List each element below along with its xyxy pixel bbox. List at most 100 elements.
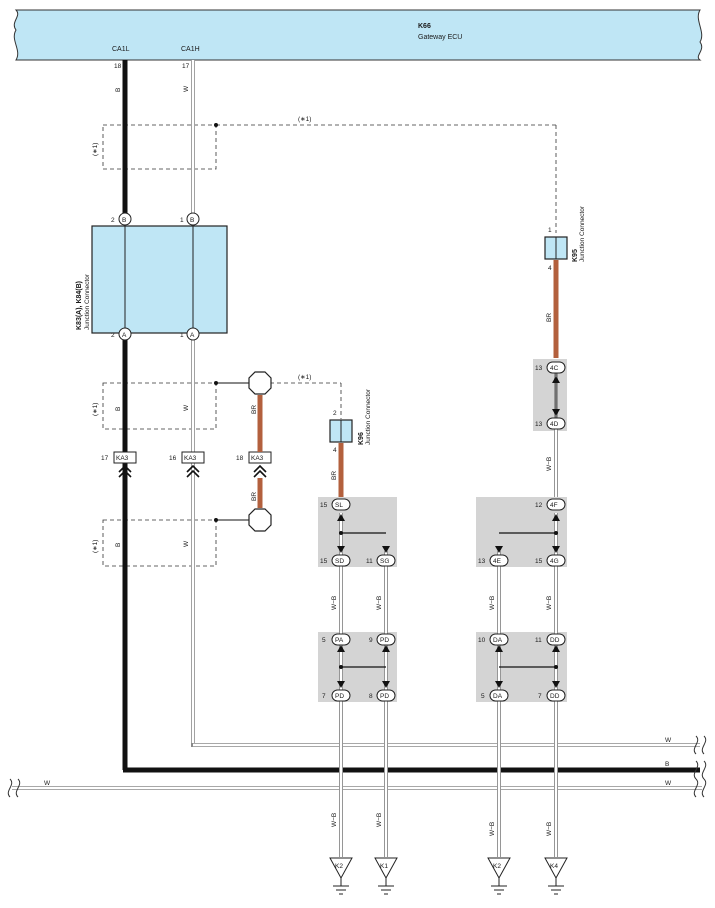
splice-pd7-pin: 7 <box>322 693 326 700</box>
pin-k84-1 <box>186 212 200 226</box>
splice-sl-code: SL <box>335 502 343 509</box>
ecu-pin-number-18: 18 <box>114 63 122 70</box>
wb-labels: W−B W−B W−B W−B W−B W−B W−B W−B W−B <box>331 457 553 836</box>
splice-panels <box>318 359 567 702</box>
splice-pd7-code: PD <box>335 693 344 700</box>
splice-pd8-code: PD <box>380 693 389 700</box>
octagon-terminal-upper <box>248 371 272 395</box>
ground-k2-right: K2 <box>487 857 511 895</box>
splice-4c-pin: 13 <box>535 365 543 372</box>
pin-k83-2-num: 2 <box>111 332 115 339</box>
ka3-pin-17: 17 <box>101 455 109 462</box>
k96-label: K96 <box>358 432 365 445</box>
wire-b-ca1l <box>122 60 700 773</box>
splice-pd8-pin: 8 <box>369 693 373 700</box>
junction-dot-w-upper <box>214 123 218 127</box>
k96-pin-bottom: 4 <box>333 447 337 454</box>
k96-sub: Junction Connector <box>365 388 372 445</box>
splice-4c-code: 4C <box>550 365 559 372</box>
splice-4e-code: 4E <box>493 558 502 565</box>
ka3-connectors: KA3 17 KA3 16 KA3 18 <box>101 451 272 478</box>
ecu-id: K66 <box>418 23 431 30</box>
splice-dd7-pin: 7 <box>538 693 542 700</box>
ground-k2-left-label: K2 <box>335 863 343 870</box>
option-note-k96: (∗1) <box>298 374 311 381</box>
wire-color-br-upper: BR <box>251 405 258 414</box>
splice-da10-code: DA <box>493 637 503 644</box>
wb-label-sg: W−B <box>376 596 383 610</box>
flow-arrows <box>337 376 560 688</box>
splice-4d-pin: 13 <box>535 421 543 428</box>
ka3-box-16 <box>181 451 205 464</box>
option-note-2: (∗1) <box>92 403 99 416</box>
wb-label-pd8: W−B <box>376 813 383 827</box>
ecu-pin-label-ca1h: CA1H <box>181 46 200 53</box>
wb-label-pd7: W−B <box>331 813 338 827</box>
k96-pin-top: 2 <box>333 410 337 417</box>
ka3-label-18: KA3 <box>251 455 264 462</box>
option-box-2 <box>102 382 217 430</box>
wire-color-b-mid: B <box>115 407 122 411</box>
splice-da5-code: DA <box>493 693 503 700</box>
ground-k4-label: K4 <box>550 863 558 870</box>
wb-wires <box>339 369 558 857</box>
gateway-ecu: K66 Gateway ECU CA1L CA1H 18 17 <box>13 9 703 70</box>
ground-k1-label: K1 <box>380 863 388 870</box>
splice-4d-code: 4D <box>550 421 559 428</box>
ground-k1: K1 <box>374 857 398 895</box>
splice-dots <box>339 531 558 669</box>
ka3-pin-18: 18 <box>236 455 244 462</box>
br-link: BR BR <box>216 371 272 532</box>
ecu-box <box>13 9 703 61</box>
ecu-pin-number-17: 17 <box>182 63 190 70</box>
wire-color-b-right: B <box>665 761 669 768</box>
wire-color-br-k96: BR <box>331 471 338 480</box>
pin-k83-1-num: 1 <box>180 332 184 339</box>
pin-k84-2-letter: B <box>122 217 126 224</box>
splice-sg-code: SG <box>380 558 389 565</box>
option-boxes <box>102 124 557 567</box>
k95-pin-top: 1 <box>548 227 552 234</box>
wire-color-w-upper: W <box>183 85 190 92</box>
wire-color-w-left-bus: W <box>44 780 51 787</box>
splice-da10-pin: 10 <box>478 637 486 644</box>
main-wire-labels: B W B W B W W B W W <box>44 85 672 787</box>
splice-da5-pin: 5 <box>481 693 485 700</box>
pin-k83-2-letter: A <box>122 332 127 339</box>
wb-label-4e: W−B <box>489 596 496 610</box>
ka3-label-16: KA3 <box>184 455 197 462</box>
ka3-box-17 <box>113 451 137 464</box>
pin-k84-2 <box>118 212 132 226</box>
ka3-label-17: KA3 <box>116 455 129 462</box>
pin-k83-1-letter: A <box>190 332 195 339</box>
splice-4f-code: 4F <box>550 502 558 509</box>
splice-4g-code: 4G <box>550 558 559 565</box>
ground-k2-right-label: K2 <box>493 863 501 870</box>
k95-sub: Junction Connector <box>579 205 586 262</box>
wire-color-br-k95: BR <box>546 313 553 322</box>
wire-color-b-low: B <box>115 543 122 547</box>
splice-dd11-pin: 11 <box>535 637 542 644</box>
splice-sg-pin: 11 <box>366 558 373 565</box>
pin-k84-1-num: 1 <box>180 217 184 224</box>
ecu-name: Gateway ECU <box>418 34 462 41</box>
junction-connector-k95: 1 4 K95 Junction Connector BR <box>544 205 586 358</box>
splice-pd9-code: PD <box>380 637 389 644</box>
pin-k83-2 <box>118 327 132 341</box>
pin-k83-1 <box>186 327 200 341</box>
wire-color-w-right-upper: W <box>665 737 672 744</box>
wire-w-ca1h <box>191 60 700 747</box>
ka3-pin-16: 16 <box>169 455 177 462</box>
splice-pills: 4C 13 4D 13 SL 15 SD 15 SG 11 4F 12 4E 1… <box>320 361 566 702</box>
splice-dd11-code: DD <box>550 637 560 644</box>
splice-sd-code: SD <box>335 558 344 565</box>
grounds: K2 K1 K2 K4 <box>329 857 568 895</box>
wb-label-4d: W−B <box>546 457 553 471</box>
junction-connector-k83-k84: B 2 B 1 A 2 A 1 K83(A), K84(B) Junction … <box>76 212 228 341</box>
option-note-3: (∗1) <box>92 540 99 553</box>
wb-label-4g: W−B <box>546 596 553 610</box>
junction-k83-sub: Junction Connector <box>84 273 91 330</box>
splice-sl-pin: 15 <box>320 502 328 509</box>
splice-4e-pin: 13 <box>478 558 486 565</box>
